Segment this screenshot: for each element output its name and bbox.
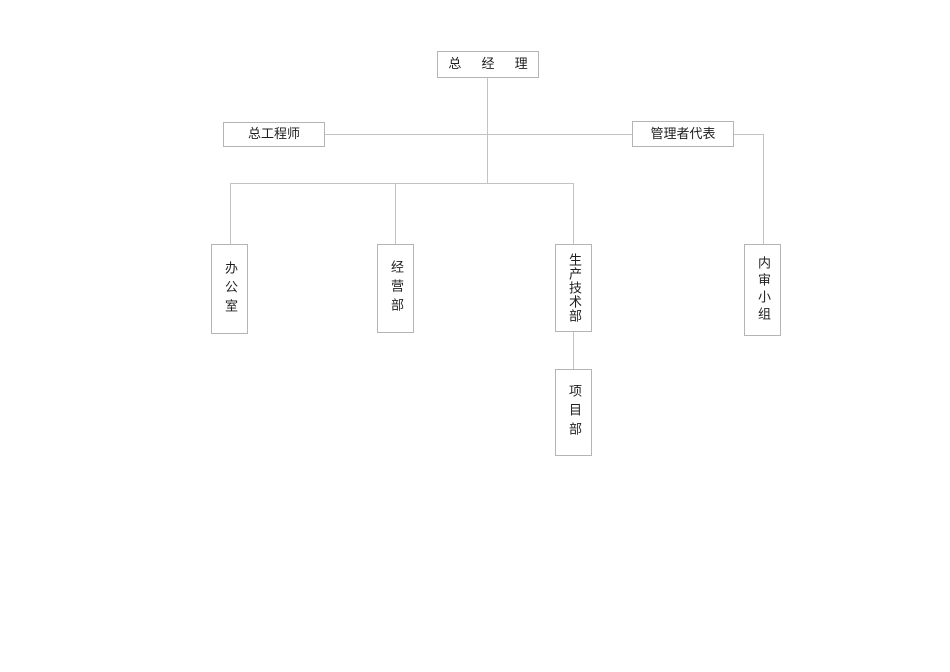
node-business-department: 经营部 <box>377 244 414 333</box>
node-internal-audit-team: 内审小组 <box>744 244 781 336</box>
connector-audit-down <box>763 134 764 244</box>
node-chief-engineer: 总工程师 <box>223 122 325 147</box>
connector-distribution <box>230 183 574 184</box>
node-production-technology-department: 生产技术部 <box>555 244 592 332</box>
connector-chief-to-rep <box>325 134 632 135</box>
connector-rep-right <box>734 134 764 135</box>
connector-office-down <box>230 183 231 244</box>
connector-gm-down <box>487 78 488 183</box>
connector-production-down <box>573 183 574 244</box>
node-general-manager: 总 经 理 <box>437 51 539 78</box>
node-management-representative: 管理者代表 <box>632 121 734 147</box>
node-project-department: 项目部 <box>555 369 592 456</box>
node-office: 办公室 <box>211 244 248 334</box>
connector-project-down <box>573 332 574 369</box>
connector-business-down <box>395 183 396 244</box>
